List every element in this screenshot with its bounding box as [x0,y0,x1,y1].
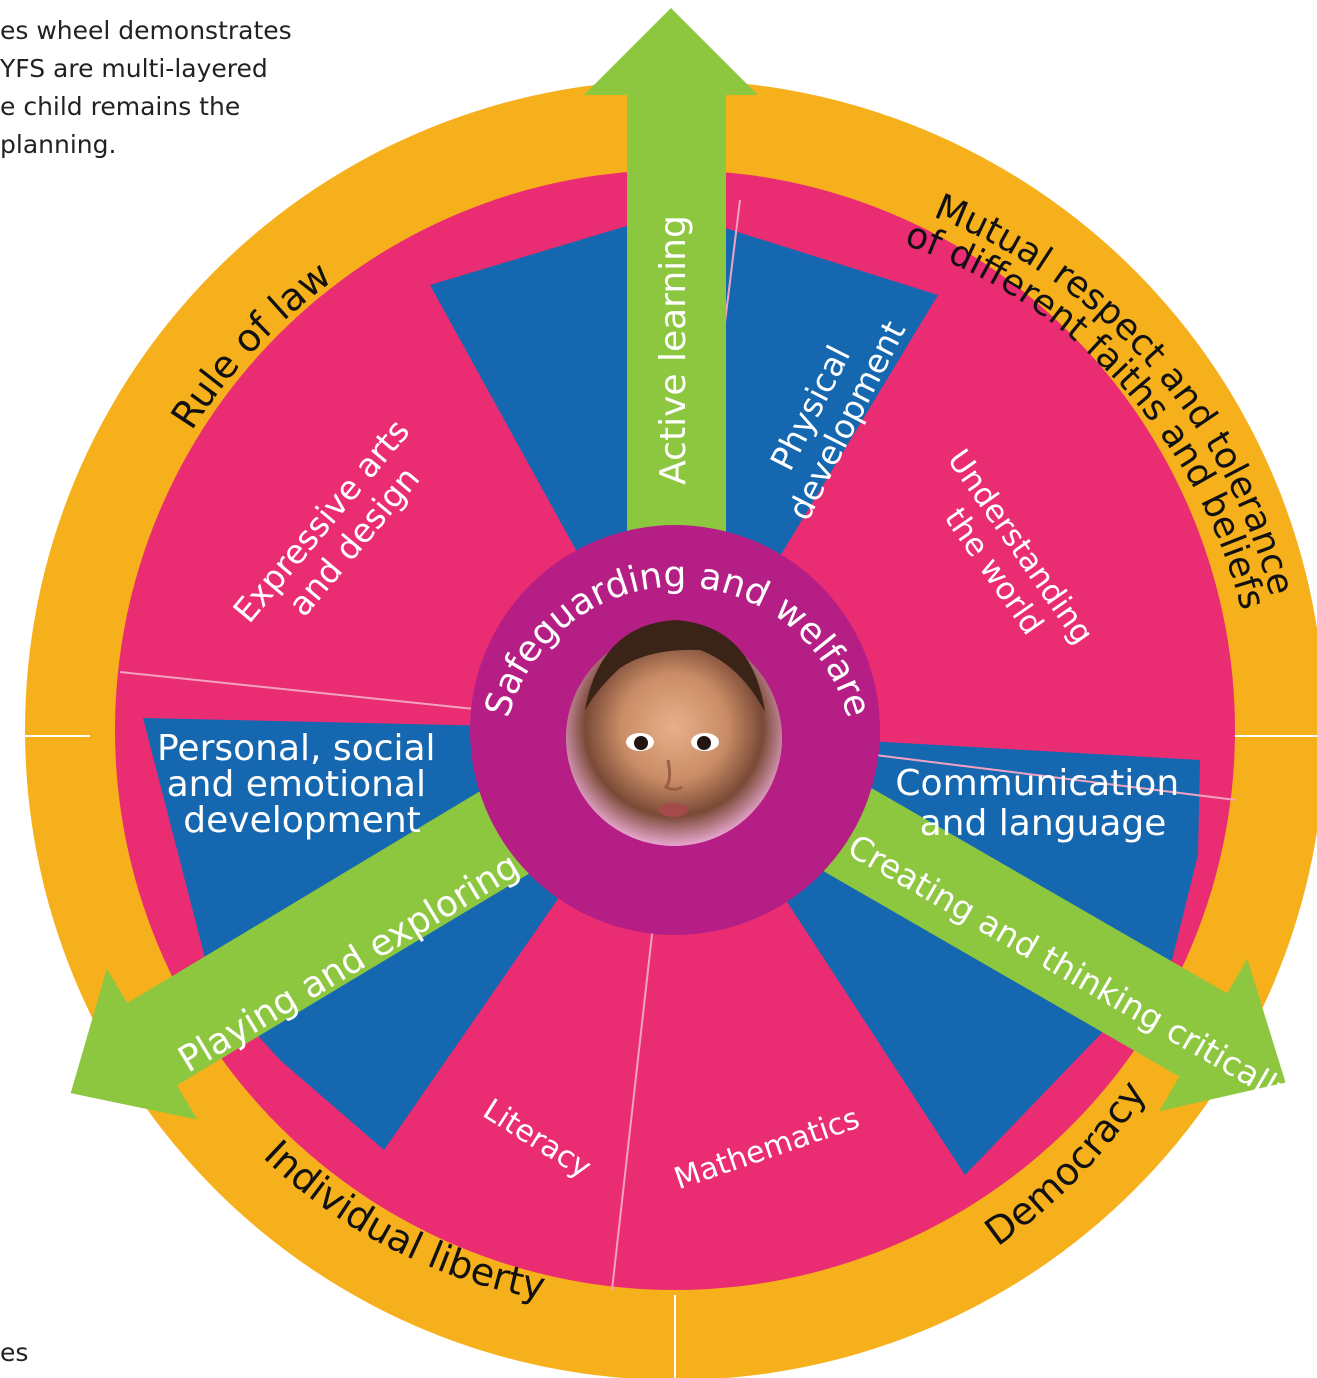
footer-text-fragment: es [0,1338,29,1367]
intro-line: e child remains the [0,92,241,121]
intro-line: planning. [0,130,117,159]
intro-text: es wheel demonstrates YFS are multi-laye… [0,12,320,164]
arrow-label-active-learning: Active learning [653,215,694,485]
area-communication-language: Communication and language [895,763,1190,844]
child-photo [566,620,782,846]
intro-line: es wheel demonstrates [0,16,292,45]
intro-line: YFS are multi-layered [0,54,268,83]
area-personal-social-emotional: Personal, social and emotional developme… [157,728,447,841]
